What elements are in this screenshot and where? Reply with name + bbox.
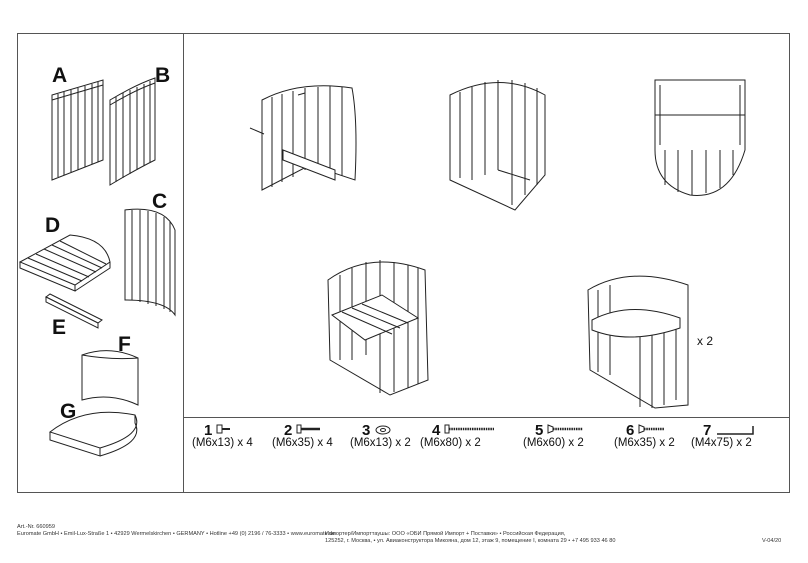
hardware-number: 4	[432, 422, 441, 439]
assembly-multiplier: x 2	[697, 334, 714, 348]
assembly-step-5	[587, 275, 689, 409]
assembly-step-3	[654, 79, 746, 196]
part-c-illustration	[124, 208, 176, 317]
version-code: V-04/20	[762, 538, 782, 544]
importer-line-1: Импортер/Импорттаушы: ООО «ОБИ Прямой Им…	[325, 531, 566, 537]
part-e-illustration	[45, 293, 103, 329]
part-a-illustration	[51, 79, 104, 181]
assembly-step-4	[327, 260, 429, 396]
part-label-c: C	[152, 190, 168, 213]
hardware-number: 5	[535, 422, 544, 439]
part-b-illustration	[109, 77, 156, 186]
hardware-spec: (M4x75) x 2	[691, 437, 752, 449]
long-bolt-icon	[444, 424, 494, 434]
instruction-frame	[17, 33, 790, 493]
hardware-spec: (M6x13) x 2	[350, 437, 411, 449]
parts-divider	[183, 33, 184, 493]
part-label-d: D	[45, 214, 61, 237]
hardware-number: 7	[703, 422, 712, 439]
barrel-nut-icon	[375, 425, 391, 435]
assembly-step-1	[249, 85, 357, 191]
part-label-e: E	[52, 316, 67, 339]
bolt-short-icon	[216, 424, 230, 434]
hardware-number: 3	[362, 422, 371, 439]
hardware-number: 6	[626, 422, 635, 439]
bolt-icon	[296, 424, 320, 434]
part-label-g: G	[60, 400, 77, 423]
company-address: Euromate GmbH • Emil-Lux-Straße 1 • 4292…	[17, 531, 336, 537]
article-number: Art.-Nr. 660959	[17, 524, 55, 530]
assembly-step-2	[449, 80, 546, 211]
allen-key-icon	[717, 426, 754, 435]
hardware-spec: (M6x80) x 2	[420, 437, 481, 449]
importer-line-2: 125252, г. Москва, • ул. Авиаконструктор…	[325, 538, 616, 544]
hardware-spec: (M6x35) x 4	[272, 437, 333, 449]
hardware-divider	[183, 417, 790, 418]
part-label-a: A	[52, 64, 68, 87]
screw-icon	[547, 424, 583, 434]
hardware-number: 1	[204, 422, 213, 439]
part-f-illustration	[81, 350, 139, 406]
part-d-illustration	[18, 234, 111, 292]
part-label-b: B	[155, 64, 171, 87]
hardware-number: 2	[284, 422, 293, 439]
hardware-spec: (M6x35) x 2	[614, 437, 675, 449]
part-label-f: F	[118, 333, 131, 356]
hardware-spec: (M6x13) x 4	[192, 437, 253, 449]
hardware-spec: (M6x60) x 2	[523, 437, 584, 449]
screw-icon	[638, 424, 664, 434]
part-g-illustration	[48, 411, 138, 457]
